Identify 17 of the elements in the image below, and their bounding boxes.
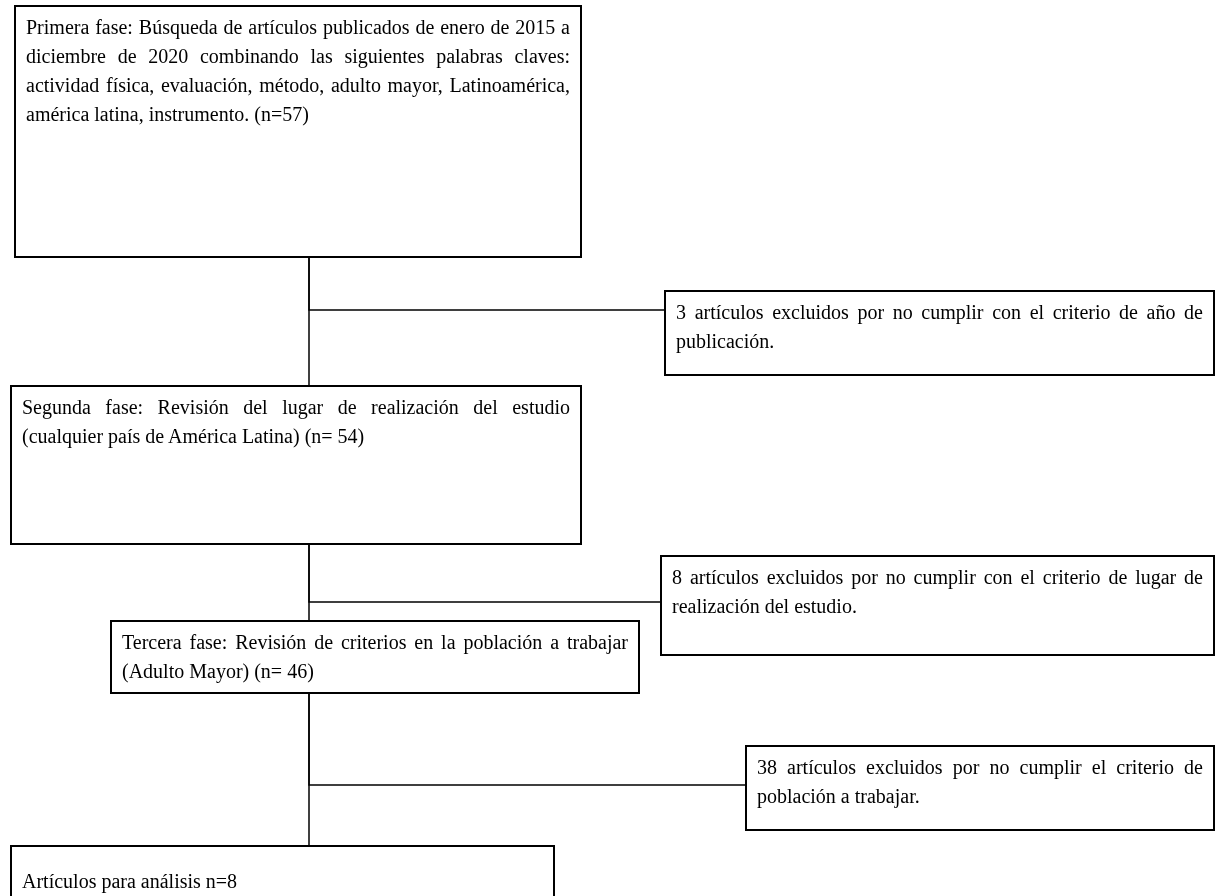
connector-line: [308, 544, 661, 603]
box-text: Tercera fase: Revisión de criterios en la población a trabajar (Adulto Mayor) (n= 46): [122, 630, 628, 685]
box-text: 38 artículos excluidos por no cumplir el criterio de población a trabajar.: [757, 755, 1203, 810]
box-text: Artículos para análisis n=8: [22, 869, 239, 895]
box-text: Primera fase: Búsqueda de artículos publicados de enero de 2015 a diciembre de 2020 combinando las siguientes palabras claves: actividad física, evaluación, método, adulto mayor, Latinoamérica, américa latina, instrumento. (n=57): [26, 15, 570, 128]
connector-line: [308, 693, 746, 786]
box-text: 3 artículos excluidos por no cumplir con el criterio de año de publicación.: [676, 300, 1203, 355]
process-box: [10, 385, 582, 545]
process-box: [660, 555, 1215, 656]
box-text: Segunda fase: Revisión del lugar de realización del estudio (cualquier país de América Latina) (n= 54): [22, 395, 570, 450]
connector-line: [308, 257, 665, 311]
box-text: 8 artículos excluidos por no cumplir con el criterio de lugar de realización del estudio.: [672, 565, 1203, 619]
process-box: [110, 620, 640, 694]
process-box: [745, 745, 1215, 831]
process-box: [664, 290, 1215, 376]
process-box: [14, 5, 582, 258]
process-box: [10, 845, 555, 896]
